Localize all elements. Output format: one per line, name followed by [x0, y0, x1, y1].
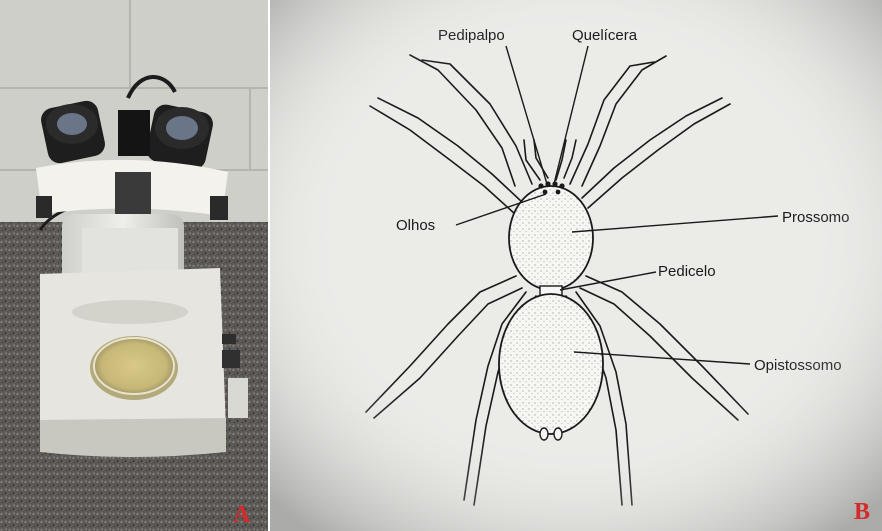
opisthosoma [499, 294, 603, 434]
petri-dish [90, 336, 178, 400]
panel-b-diagram: Pedipalpo Quelícera Olhos Prossomo Pedic… [270, 0, 882, 531]
eyepiece-left [39, 99, 107, 166]
panel-letter-b: B [854, 500, 870, 524]
label-opistossomo: Opistossomo [754, 357, 842, 374]
prosoma [509, 186, 593, 290]
microscope-photo [0, 0, 268, 531]
panel-a-photo: A [0, 0, 268, 531]
label-prossomo: Prossomo [782, 209, 850, 226]
label-olhos: Olhos [396, 217, 435, 234]
spider-diagram: Pedipalpo Quelícera Olhos Prossomo Pedic… [270, 0, 882, 531]
label-pedipalpo: Pedipalpo [438, 27, 505, 44]
panel-letter-a: A [233, 503, 250, 527]
label-pedicelo: Pedicelo [658, 263, 716, 280]
label-quelicera: Quelícera [572, 27, 638, 44]
